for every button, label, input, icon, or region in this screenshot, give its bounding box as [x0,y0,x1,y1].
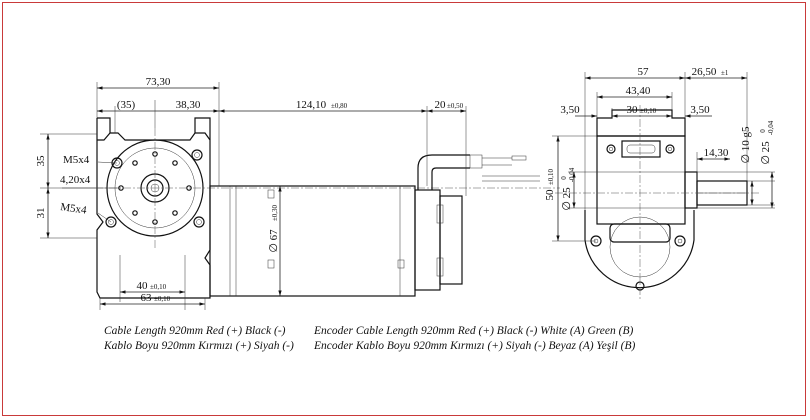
dim-40: 40 [137,280,149,292]
tol-dia-25-left-top: 0 [560,176,568,180]
dim-30: 30 [627,104,639,116]
right-dimensions [552,72,775,242]
motor-can [209,185,416,297]
dim-38-30: 38,30 [176,99,201,111]
dimension-labels: 73,30 (35) 38,30 124,10 ±0,80 20 ±0,50 3… [35,66,775,304]
dim-14-30: 14,30 [704,147,729,159]
tol-20: ±0,50 [447,102,464,110]
note-cable-en: Cable Length 920mm Red (+) Black (-) [104,325,286,337]
tol-26-50: ±1 [721,69,729,77]
tol-dia-25-left-bottom: -0,04 [568,167,576,182]
dim-43-40: 43,40 [626,85,651,97]
dim-3-50-left: 3,50 [560,104,580,116]
left-dimensions [40,82,467,310]
encoder-housing [414,189,441,291]
note-encoder-en: Encoder Cable Length 920mm Red (+) Black… [314,325,634,337]
tol-dia-67: ±0,30 [271,204,279,221]
dim-20: 20 [435,99,447,111]
dim-dia-67: ∅ 67 [268,229,280,253]
dim-35-paren: (35) [117,99,136,111]
dim-63: 63 [141,292,153,304]
label-m5x4-top: M5x4 [63,154,90,166]
side-view-motor [95,117,560,299]
tol-124-10: ±0,80 [331,102,348,110]
dim-26-50: 26,50 [692,66,717,78]
tol-50: ±0,10 [547,168,555,185]
tol-dia-25-right-bottom: -0,04 [767,120,775,135]
gearbox-housing [96,118,211,299]
dim-35-side: 35 [35,155,47,167]
dim-dia-25-left: ∅ 25 [561,187,573,211]
tol-dia-25-right-top: 0 [759,129,767,133]
dim-3-50-right: 3,50 [690,104,710,116]
cable [417,154,470,190]
tol-40: ±0,10 [150,283,167,291]
dim-57: 57 [638,66,650,78]
side-view-gearbox [555,105,760,300]
label-hole-4-20: 4,20x4 [60,174,91,186]
dim-dia-25-right: ∅ 25 [760,141,772,165]
tol-63: ±0,10 [154,295,171,303]
sheet-border [2,2,806,416]
note-encoder-tr: Encoder Kablo Boyu 920mm Kırmızı (+) Siy… [314,340,636,352]
dim-dia-10: ∅ 10 g5 [740,126,752,164]
dim-73-30: 73,30 [146,76,171,88]
bolt-holes [105,149,205,228]
dim-31-side: 31 [35,208,47,219]
tol-30: ±0,10 [640,107,657,115]
label-m5x4-bottom: M5x4 [60,201,88,217]
dim-50: 50 [544,189,556,201]
note-cable-tr: Kablo Boyu 920mm Kırmızı (+) Siyah (-) [104,340,294,352]
dim-124-10: 124,10 [296,99,327,111]
